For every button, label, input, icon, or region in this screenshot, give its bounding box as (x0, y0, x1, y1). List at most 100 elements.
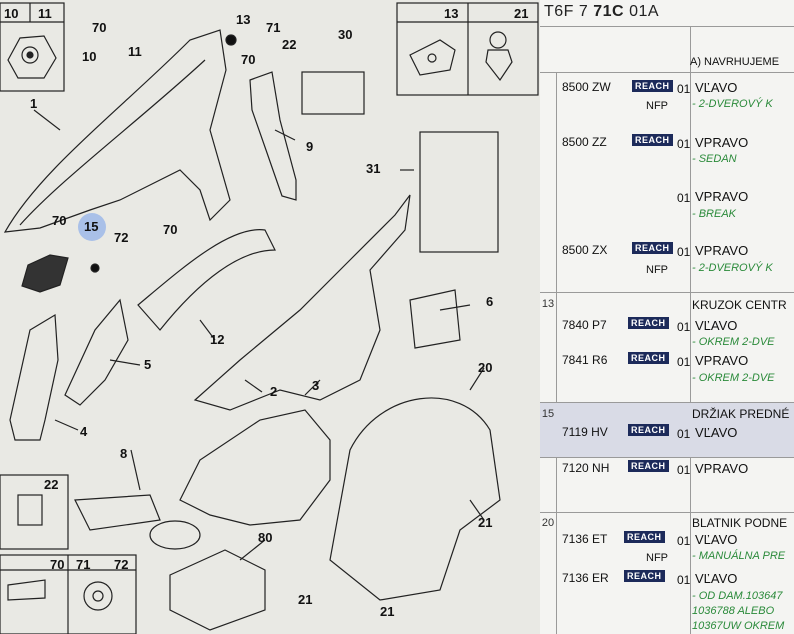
label-plate-30 (301, 71, 365, 115)
fitment-note: - MANUÁLNA PRE (692, 550, 786, 562)
divider (540, 292, 794, 293)
callout-21d[interactable]: 21 (514, 6, 529, 21)
parts-table: T6F 7 71C 01A A) NAVRHUJEME 8500 ZW REAC… (540, 0, 794, 634)
part-80 (169, 549, 266, 631)
callout-72b[interactable]: 72 (114, 557, 129, 572)
callout-71b[interactable]: 71 (76, 557, 91, 572)
quantity: 01 (677, 355, 691, 369)
part-ref[interactable]: 7136 ER (562, 571, 609, 585)
callout-70[interactable]: 70 (92, 20, 107, 35)
part-description: VĽAVO (695, 318, 738, 333)
fender-part-1 (3, 29, 231, 233)
callout-70e[interactable]: 70 (50, 557, 65, 572)
callout-10b[interactable]: 10 (82, 49, 97, 64)
quantity: 01 (677, 573, 691, 587)
part-15 (21, 254, 69, 293)
callout-21b[interactable]: 21 (298, 592, 313, 607)
fitment-note: - 2-DVEROVÝ K (692, 262, 773, 274)
callout-22b[interactable]: 22 (44, 477, 59, 492)
callout-70b[interactable]: 70 (241, 52, 256, 67)
part-ref[interactable]: 7119 HV (562, 425, 608, 439)
inset-box-10-11 (0, 2, 65, 92)
parts-diagram: 10 11 70 13 71 22 10 11 70 30 1 9 31 70 … (0, 2, 539, 634)
reach-badge[interactable]: REACH (624, 570, 665, 582)
part-ref[interactable]: 7120 NH (562, 461, 610, 475)
nfp-tag: NFP (646, 552, 668, 564)
part-5 (64, 298, 129, 406)
callout-1[interactable]: 1 (30, 96, 38, 111)
part-ref[interactable]: 7136 ET (562, 532, 608, 546)
callout-31[interactable]: 31 (366, 161, 381, 176)
callout-20[interactable]: 20 (478, 360, 493, 375)
callout-5[interactable]: 5 (144, 357, 152, 372)
callout-80[interactable]: 80 (258, 530, 273, 545)
part-description: VPRAVO (695, 135, 749, 150)
callout-30[interactable]: 30 (338, 27, 353, 42)
callout-11b[interactable]: 11 (128, 44, 142, 59)
intro-text: A) NAVRHUJEME (690, 56, 780, 68)
callout-2[interactable]: 2 (270, 384, 278, 399)
catalog-code-prefix: T6F 7 (544, 3, 589, 20)
callout-71[interactable]: 71 (266, 20, 281, 35)
callout-15[interactable]: 15 (84, 219, 99, 234)
reach-badge[interactable]: REACH (632, 134, 673, 146)
part-ref[interactable]: 8500 ZX (562, 243, 608, 257)
callout-13b[interactable]: 13 (444, 6, 459, 21)
part-description: VPRAVO (695, 461, 749, 476)
divider (540, 26, 794, 27)
reach-badge[interactable]: REACH (632, 242, 673, 254)
callout-21[interactable]: 21 (478, 515, 493, 530)
reach-badge[interactable]: REACH (628, 460, 669, 472)
catalog-code-suffix: 01A (629, 3, 660, 20)
callout-3[interactable]: 3 (312, 378, 320, 393)
part-description: VPRAVO (695, 189, 749, 204)
fitment-note: 10367UW OKREM (692, 620, 785, 632)
fitment-note: - 2-DVEROVÝ K (692, 98, 773, 110)
fitment-note: 1036788 ALEBO (692, 605, 775, 617)
part-ref[interactable]: 7841 R6 (562, 353, 608, 367)
part-description: VĽAVO (695, 571, 738, 586)
quantity: 01 (677, 137, 691, 151)
highlight-callout-15 (78, 213, 106, 241)
part-4 (9, 313, 59, 441)
divider (540, 72, 794, 73)
part-description: VĽAVO (695, 80, 738, 95)
part-description: VPRAVO (695, 243, 749, 258)
part-2 (193, 194, 411, 411)
quantity: 01 (677, 82, 691, 96)
fitment-note: - OD DAM.103647 (692, 590, 783, 602)
callout-22[interactable]: 22 (282, 37, 297, 52)
reach-badge[interactable]: REACH (624, 531, 665, 543)
fitment-note: - BREAK (692, 208, 737, 220)
part-ref[interactable]: 7840 P7 (562, 318, 607, 332)
callout-10[interactable]: 10 (4, 6, 19, 21)
catalog-code-bold: 71C (593, 3, 625, 20)
part-description: VĽAVO (695, 425, 738, 440)
callout-9[interactable]: 9 (306, 139, 314, 154)
nfp-tag: NFP (646, 264, 668, 276)
column-divider (556, 72, 557, 634)
reach-badge[interactable]: REACH (628, 424, 669, 436)
reach-badge[interactable]: REACH (628, 352, 669, 364)
quantity: 01 (677, 463, 691, 477)
part-ref[interactable]: 8500 ZZ (562, 135, 607, 149)
divider (540, 512, 794, 513)
callout-11[interactable]: 11 (38, 6, 52, 21)
callout-4[interactable]: 4 (80, 424, 88, 439)
callout-8[interactable]: 8 (120, 446, 128, 461)
reach-badge[interactable]: REACH (632, 80, 673, 92)
callout-70c[interactable]: 70 (52, 213, 67, 228)
group-number: 13 (541, 298, 555, 310)
reach-badge[interactable]: REACH (628, 317, 669, 329)
part-12 (137, 229, 276, 331)
part-6 (409, 289, 461, 349)
callout-70d[interactable]: 70 (163, 222, 178, 237)
part-ref[interactable]: 8500 ZW (562, 80, 611, 94)
quantity: 01 (677, 245, 691, 259)
callout-21c[interactable]: 21 (380, 604, 395, 619)
callout-13[interactable]: 13 (236, 12, 251, 27)
callout-72[interactable]: 72 (114, 230, 129, 245)
nfp-tag: NFP (646, 100, 668, 112)
callout-12[interactable]: 12 (210, 332, 225, 347)
callout-6[interactable]: 6 (486, 294, 494, 309)
